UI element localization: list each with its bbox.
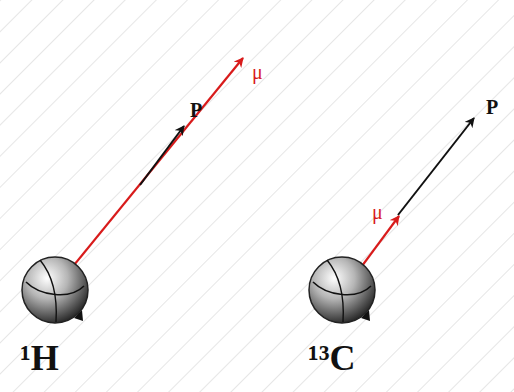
momentum-symbol: P — [190, 100, 202, 120]
nucleus-sphere — [309, 257, 375, 323]
moment-symbol: μ — [372, 202, 383, 222]
nucleus-sphere — [22, 257, 88, 323]
angular-momentum-arrow — [398, 118, 474, 215]
nucleus-label: ¹H — [20, 340, 59, 376]
moment-symbol: μ — [252, 62, 263, 82]
magnetic-moment-arrow — [362, 216, 399, 266]
momentum-symbol: P — [486, 97, 498, 117]
angular-momentum-arrow — [140, 126, 184, 185]
magnetic-moment-arrow — [70, 58, 243, 270]
nucleus-label: ¹³C — [308, 340, 356, 376]
